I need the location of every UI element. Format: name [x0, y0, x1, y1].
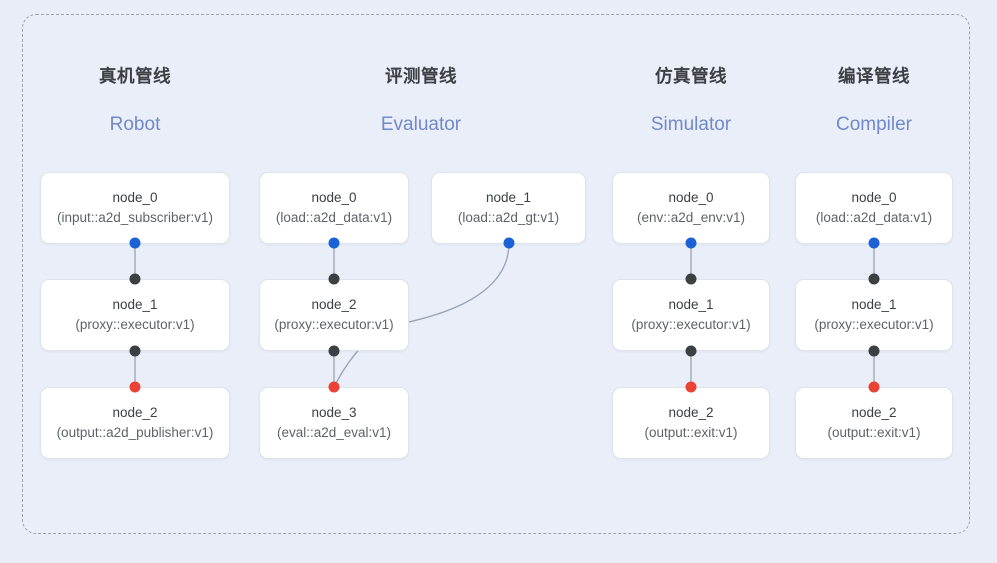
node-robot-1[interactable]: node_1 (proxy::executor:v1)	[40, 279, 230, 351]
port-output-evaluator-2[interactable]	[328, 345, 340, 357]
node-name: node_1	[112, 296, 158, 312]
port-output-evaluator-0[interactable]	[328, 237, 340, 249]
port-output-simulator-0[interactable]	[685, 237, 697, 249]
node-spec: (eval::a2d_eval:v1)	[276, 425, 392, 440]
node-robot-2[interactable]: node_2 (output::a2d_publisher:v1)	[40, 387, 230, 459]
node-name: node_3	[311, 404, 357, 420]
node-evaluator-1[interactable]: node_1 (load::a2d_gt:v1)	[431, 172, 586, 244]
node-spec: (load::a2d_data:v1)	[815, 210, 933, 225]
node-compiler-0[interactable]: node_0 (load::a2d_data:v1)	[795, 172, 953, 244]
port-output-simulator-1[interactable]	[685, 345, 697, 357]
port-output-robot-1[interactable]	[129, 345, 141, 357]
node-name: node_0	[668, 189, 714, 205]
node-evaluator-0[interactable]: node_0 (load::a2d_data:v1)	[259, 172, 409, 244]
node-simulator-0[interactable]: node_0 (env::a2d_env:v1)	[612, 172, 770, 244]
node-name: node_1	[851, 296, 897, 312]
node-spec: (output::exit:v1)	[827, 425, 921, 440]
port-input-simulator-2[interactable]	[685, 381, 697, 393]
port-output-compiler-1[interactable]	[868, 345, 880, 357]
node-name: node_0	[311, 189, 357, 205]
node-name: node_0	[851, 189, 897, 205]
port-output-compiler-0[interactable]	[868, 237, 880, 249]
node-spec: (load::a2d_gt:v1)	[457, 210, 560, 225]
node-name: node_2	[311, 296, 357, 312]
node-compiler-1[interactable]: node_1 (proxy::executor:v1)	[795, 279, 953, 351]
node-name: node_0	[112, 189, 158, 205]
node-simulator-1[interactable]: node_1 (proxy::executor:v1)	[612, 279, 770, 351]
node-name: node_2	[851, 404, 897, 420]
node-spec: (env::a2d_env:v1)	[636, 210, 746, 225]
node-name: node_1	[668, 296, 714, 312]
port-output-robot-0[interactable]	[129, 237, 141, 249]
port-input-evaluator-3[interactable]	[328, 381, 340, 393]
port-input-robot-2[interactable]	[129, 381, 141, 393]
node-spec: (proxy::executor:v1)	[274, 317, 394, 332]
node-spec: (proxy::executor:v1)	[631, 317, 751, 332]
port-input-evaluator-2[interactable]	[328, 273, 340, 285]
node-name: node_2	[112, 404, 158, 420]
node-evaluator-2[interactable]: node_2 (proxy::executor:v1)	[259, 279, 409, 351]
node-spec: (output::exit:v1)	[644, 425, 738, 440]
port-input-compiler-2[interactable]	[868, 381, 880, 393]
node-name: node_1	[485, 189, 532, 205]
port-input-compiler-1[interactable]	[868, 273, 880, 285]
node-spec: (proxy::executor:v1)	[814, 317, 934, 332]
node-spec: (load::a2d_data:v1)	[275, 210, 393, 225]
node-spec: (input::a2d_subscriber:v1)	[56, 210, 214, 225]
node-compiler-2[interactable]: node_2 (output::exit:v1)	[795, 387, 953, 459]
node-evaluator-3[interactable]: node_3 (eval::a2d_eval:v1)	[259, 387, 409, 459]
node-spec: (proxy::executor:v1)	[75, 317, 195, 332]
node-simulator-2[interactable]: node_2 (output::exit:v1)	[612, 387, 770, 459]
port-input-robot-1[interactable]	[129, 273, 141, 285]
port-output-evaluator-1[interactable]	[503, 237, 515, 249]
node-robot-0[interactable]: node_0 (input::a2d_subscriber:v1)	[40, 172, 230, 244]
port-input-simulator-1[interactable]	[685, 273, 697, 285]
node-spec: (output::a2d_publisher:v1)	[56, 425, 214, 440]
node-name: node_2	[668, 404, 714, 420]
